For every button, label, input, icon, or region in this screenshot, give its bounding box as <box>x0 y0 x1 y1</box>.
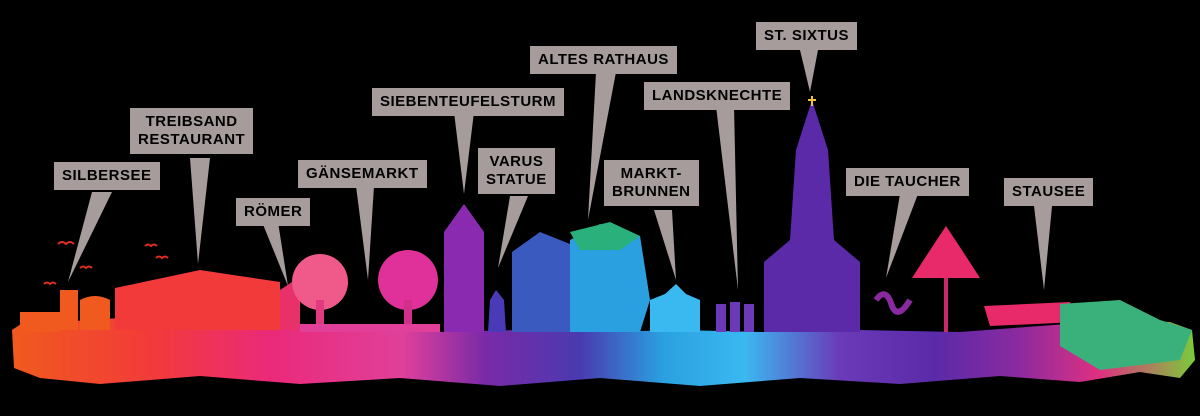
silbersee-figures <box>20 290 110 332</box>
label-roemer: RÖMER <box>236 198 311 226</box>
label-varus-statue: VARUS STATUE <box>478 148 555 194</box>
label-pointers <box>68 50 1052 290</box>
label-treibsand-line1: TREIBSAND <box>145 113 238 130</box>
birds-icon <box>43 241 169 286</box>
label-stausee: STAUSEE <box>1004 178 1094 206</box>
label-varus-line2: STATUE <box>486 171 547 188</box>
label-treibsand-restaurant: TREIBSAND RESTAURANT <box>130 108 254 154</box>
ground-strip <box>12 318 1195 386</box>
label-die-taucher: DIE TAUCHER <box>846 168 969 196</box>
varus-statue <box>488 290 506 332</box>
landsknechte-figures <box>716 302 754 332</box>
label-gaensemarkt-text: GÄNSEMARKT <box>306 165 419 182</box>
label-st-sixtus: ST. SIXTUS <box>756 22 858 50</box>
stausee-boat <box>984 300 1192 370</box>
umbrella-sculpture <box>912 226 980 332</box>
label-gaensemarkt: GÄNSEMARKT <box>298 160 427 188</box>
die-taucher-sculpture <box>873 291 913 315</box>
label-treibsand-line2: RESTAURANT <box>138 131 246 148</box>
label-die-taucher-text: DIE TAUCHER <box>854 173 961 190</box>
label-landsknechte: LANDSKNECHTE <box>644 82 791 110</box>
label-silbersee: SILBERSEE <box>54 162 160 190</box>
label-altes-rathaus: ALTES RATHAUS <box>530 46 677 74</box>
label-roemer-text: RÖMER <box>244 203 303 220</box>
gaensemarkt-trees <box>292 250 440 332</box>
label-landsknechte-text: LANDSKNECHTE <box>652 87 783 104</box>
label-siebenteufelsturm: SIEBENTEUFELSTURM <box>372 88 565 116</box>
label-marktbrunnen: MARKT- BRUNNEN <box>604 160 699 206</box>
label-silbersee-text: SILBERSEE <box>62 167 152 184</box>
altes-rathaus-building <box>512 222 650 332</box>
label-siebenteufelsturm-text: SIEBENTEUFELSTURM <box>380 93 557 110</box>
label-altes-rathaus-text: ALTES RATHAUS <box>538 51 669 68</box>
treibsand-restaurant-building <box>115 270 280 330</box>
label-marktbrunnen-line1: MARKT- <box>620 165 682 182</box>
label-stausee-text: STAUSEE <box>1012 183 1086 200</box>
cross-icon <box>808 96 816 106</box>
label-marktbrunnen-line2: BRUNNEN <box>612 183 691 200</box>
siebenteufelsturm-tower <box>444 204 484 332</box>
st-sixtus-church <box>764 100 860 332</box>
marktbrunnen-fountain <box>650 284 700 332</box>
label-st-sixtus-text: ST. SIXTUS <box>764 27 850 44</box>
label-varus-line1: VARUS <box>489 153 544 170</box>
